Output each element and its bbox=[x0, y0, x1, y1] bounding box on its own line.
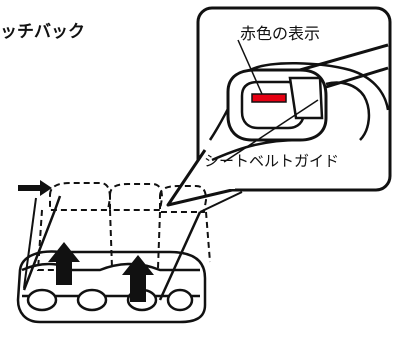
rear-seat-drawing bbox=[16, 180, 243, 324]
callout-box: 赤色の表示 シートベルトガイド bbox=[166, 6, 392, 207]
red-indicator-label: 赤色の表示 bbox=[240, 24, 320, 43]
pointer-arrow bbox=[18, 180, 52, 196]
red-indicator-mark bbox=[251, 93, 287, 103]
page-title-fragment: ッチバック bbox=[0, 22, 85, 42]
belt-guide-detail bbox=[208, 39, 390, 163]
belt-guide-label: シートベルトガイド bbox=[204, 152, 339, 170]
lift-arrow-left bbox=[48, 242, 80, 285]
lift-arrow-right bbox=[122, 255, 154, 302]
